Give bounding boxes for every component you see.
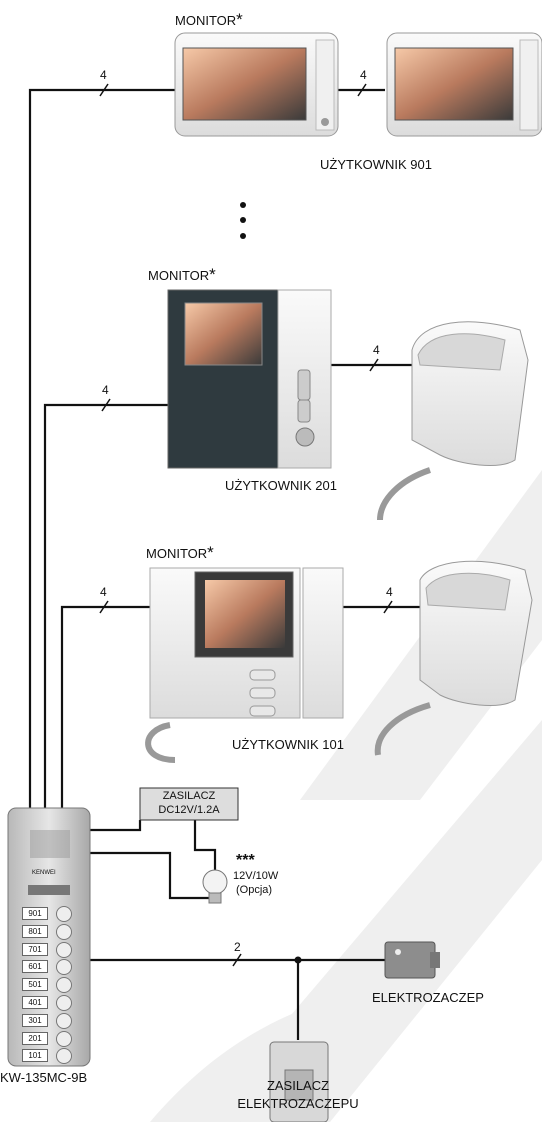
panel-button-label: 701 [22, 942, 48, 956]
wire-count-901-b: 4 [360, 68, 367, 82]
user-101-label: UŻYTKOWNIK 101 [232, 737, 344, 752]
psu-label-2: DC12V/1.2A [158, 804, 220, 816]
user-201-label: UŻYTKOWNIK 201 [225, 478, 337, 493]
panel-button-row: 701 [22, 941, 82, 958]
monitor-201-label: MONITOR* [148, 265, 216, 284]
monitor-101 [145, 567, 344, 763]
panel-button-row: 601 [22, 958, 82, 976]
panel-button-row: 401 [22, 994, 82, 1011]
bulb [202, 869, 228, 904]
wire-count-901-a: 4 [100, 68, 107, 82]
wire-count-201-a: 4 [102, 383, 109, 397]
monitor-901-ext [386, 32, 542, 137]
bulb-spec: 12V/10W [233, 870, 279, 882]
panel-button-row: 501 [22, 976, 82, 994]
wire-count-201-b: 4 [373, 343, 380, 357]
strike-psu-label-2: ELEKTROZACZEPU [237, 1096, 359, 1111]
psu-box [139, 787, 239, 821]
call-button[interactable] [56, 941, 72, 958]
wire-count-strike: 2 [234, 940, 241, 954]
panel-button-label: 501 [22, 978, 48, 992]
electric-strike [384, 941, 440, 979]
wire-count-101-b: 4 [386, 585, 393, 599]
panel-brand: KENWEI [32, 870, 56, 876]
handset-101 [374, 560, 533, 756]
strike-psu [269, 1041, 329, 1122]
panel-button-label: 801 [22, 924, 48, 938]
panel-button-label: 201 [22, 1031, 48, 1045]
panel-button-label: 101 [22, 1049, 48, 1063]
monitor-901-label: MONITOR* [175, 10, 243, 29]
call-button[interactable] [56, 1030, 72, 1047]
panel-model: KW-135MC-9B [0, 1070, 88, 1085]
panel-button-label: 901 [22, 907, 48, 920]
wire-count-101-a: 4 [100, 585, 107, 599]
call-button[interactable] [56, 906, 72, 922]
user-901-label: UŻYTKOWNIK 901 [320, 157, 432, 172]
panel-button-row: 201 [22, 1030, 82, 1047]
bulb-option: (Opcja) [236, 884, 273, 896]
bulb-stars: *** [236, 852, 255, 869]
panel-button-label: 401 [22, 995, 48, 1009]
monitor-901-main [174, 32, 339, 137]
monitor-101-label: MONITOR* [146, 543, 214, 562]
panel-button-label: 601 [22, 960, 48, 974]
call-button[interactable] [56, 994, 72, 1011]
panel-button-label: 301 [22, 1013, 48, 1027]
panel-button-row: 901 [22, 905, 82, 922]
panel-button-row: 301 [22, 1012, 82, 1029]
strike-label: ELEKTROZACZEP [372, 990, 484, 1005]
panel-button-row: 101 [22, 1047, 82, 1065]
call-button[interactable] [56, 977, 72, 994]
handset-201 [377, 321, 529, 521]
call-button[interactable] [56, 1012, 72, 1029]
call-button[interactable] [56, 1048, 72, 1065]
psu-label-1: ZASILACZ [162, 790, 216, 802]
monitor-201 [167, 289, 332, 469]
panel-button-row: 801 [22, 923, 82, 940]
call-button[interactable] [56, 923, 72, 940]
strike-psu-label-1: ZASILACZ [266, 1078, 330, 1093]
call-button[interactable] [56, 959, 72, 976]
panel-buttons: 901 801 701 601 501 401 301 201 101 [22, 905, 82, 1065]
